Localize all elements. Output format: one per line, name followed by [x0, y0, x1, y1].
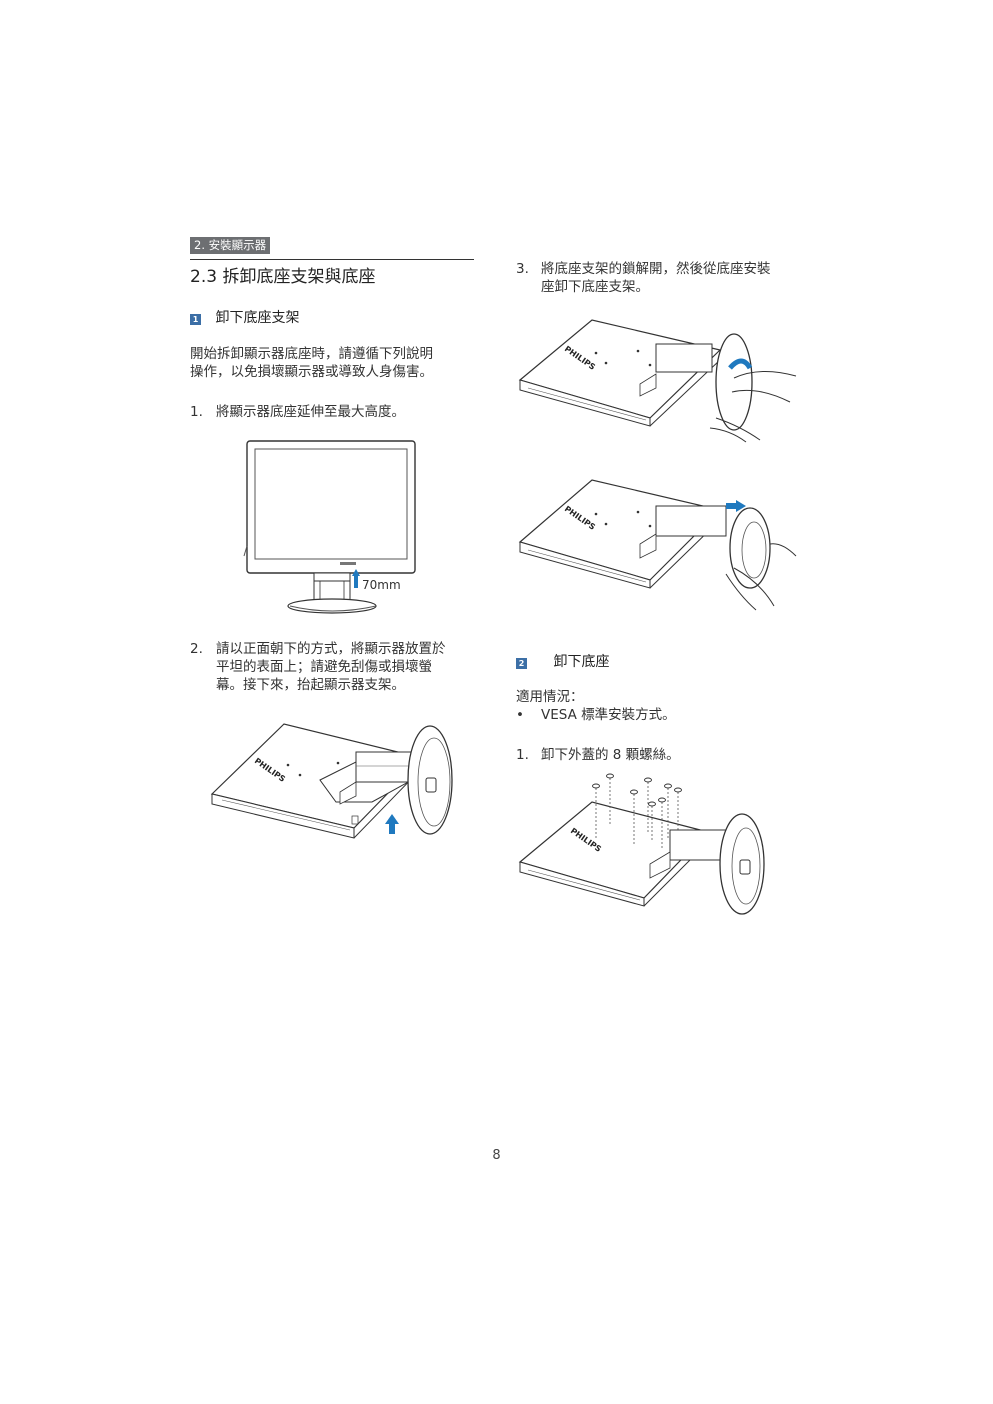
item-number: 2. [190, 641, 203, 657]
item-number: 3. [516, 261, 529, 277]
step-badge: 2 [516, 658, 527, 669]
intro-paragraph: 開始拆卸顯示器底座時，請遵循下列說明 操作，以免損壞顯示器或導致人身傷害。 [190, 345, 433, 381]
step1-label: 卸下底座支架 [215, 310, 300, 326]
item-text-line: 請以正面朝下的方式，將顯示器放置於 [216, 641, 446, 657]
bullet-item: • VESA 標準安裝方式。 [516, 706, 816, 726]
item-text: 卸下外蓋的 8 顆螺絲。 [541, 747, 680, 763]
remove-screws-illustration: PHILIPS [518, 773, 765, 915]
item-text: 將顯示器底座延伸至最大高度。 [216, 404, 405, 420]
item-text-line: 將底座支架的鎖解開，然後從底座安裝 [541, 261, 771, 277]
list-item-1: 1. 將顯示器底座延伸至最大高度。 [190, 403, 480, 423]
step1-heading: 1 卸下底座支架 [190, 307, 299, 327]
remove-stand-illustration: PHILIPS [518, 479, 797, 611]
section-tag: 2. 安裝顯示器 [190, 237, 271, 254]
item-number: 1. [190, 404, 203, 420]
monitor-facedown-lift-illustration: PHILIPS [210, 723, 453, 839]
list-item-3: 3. 將底座支架的鎖解開，然後從底座安裝 座卸下底座支架。 [516, 260, 826, 300]
monitor-front-illustration [243, 440, 416, 614]
intro-line: 操作，以免損壞顯示器或導致人身傷害。 [190, 364, 433, 380]
item-text-line: 幕。接下來，抬起顯示器支架。 [216, 677, 405, 693]
page-title: 2.3 拆卸底座支架與底座 [190, 267, 376, 287]
list-item-2: 2. 請以正面朝下的方式，將顯示器放置於 平坦的表面上；請避免刮傷或損壞螢 幕。… [190, 640, 490, 700]
step2-label: 卸下底座 [553, 654, 610, 670]
bullet-icon: • [516, 707, 524, 723]
list-item-remove-screws: 1. 卸下外蓋的 8 顆螺絲。 [516, 746, 816, 766]
item-text-line: 座卸下底座支架。 [541, 279, 649, 295]
step-badge: 1 [190, 314, 201, 325]
applies-label: 適用情況： [516, 689, 584, 705]
title-rule [190, 259, 474, 260]
page-number: 8 [492, 1148, 501, 1163]
bullet-text: VESA 標準安裝方式。 [541, 707, 676, 723]
step2-heading: 2 卸下底座 [516, 651, 609, 671]
intro-line: 開始拆卸顯示器底座時，請遵循下列說明 [190, 346, 433, 362]
height-label: 70mm [362, 578, 401, 592]
unlock-stand-illustration: PHILIPS [518, 319, 797, 443]
item-text-line: 平坦的表面上；請避免刮傷或損壞螢 [216, 659, 432, 675]
item-number: 1. [516, 747, 529, 763]
